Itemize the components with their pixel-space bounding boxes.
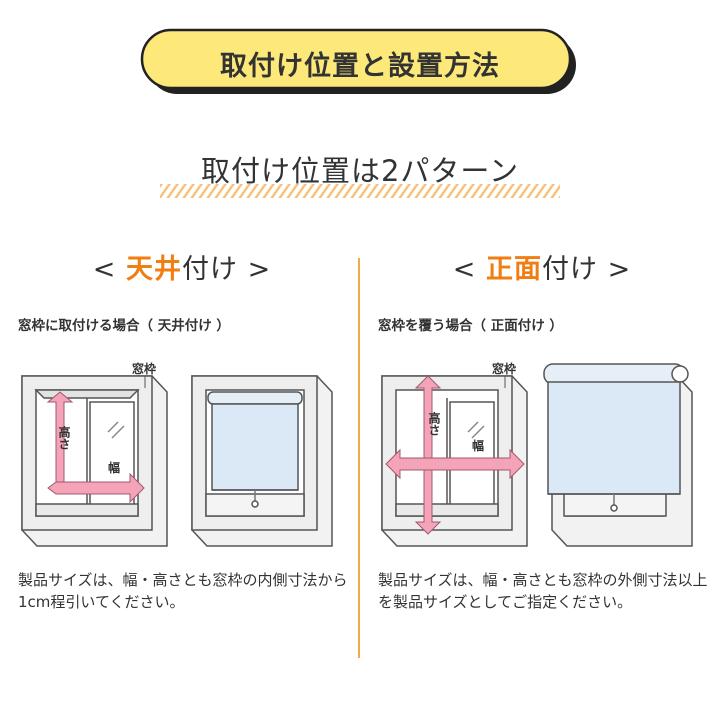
front-mount-column: < 正面付け > 窓枠を覆う場合（ 正面付け ） 窓枠 高さ xyxy=(372,250,712,613)
hatch-underline-icon xyxy=(160,184,560,198)
dimension-arrow-icon xyxy=(385,375,525,535)
bracket-close: > xyxy=(238,254,272,285)
ceiling-mount-caption: 窓枠に取付ける場合（ 天井付け ） xyxy=(18,318,230,334)
front-mount-figure: 窓枠 高さ 幅 xyxy=(372,354,712,559)
ceiling-mount-figure: 窓枠 高さ 幅 xyxy=(12,354,352,559)
roller-blind-icon xyxy=(191,375,333,547)
heading-accent: 正面 xyxy=(486,254,542,285)
window-frame-icon xyxy=(21,375,168,547)
width-label: 幅 xyxy=(472,438,484,453)
frame-label: 窓枠 xyxy=(132,361,156,376)
frame-label: 窓枠 xyxy=(492,361,516,376)
page-title: 取付け位置と設置方法 xyxy=(220,50,500,82)
ceiling-mount-heading: < 天井付け > xyxy=(12,250,352,290)
banner-shape-icon xyxy=(140,28,576,94)
ceiling-mount-note: 製品サイズは、幅・高さとも窓枠の内側寸法から1cm程引いてください。 xyxy=(18,571,348,611)
column-divider xyxy=(358,258,360,658)
height-label: 高さ xyxy=(57,425,71,450)
heading-rest: 付け xyxy=(542,254,598,285)
bracket-close: > xyxy=(598,254,632,285)
height-label: 高さ xyxy=(427,411,441,436)
section-subtitle: 取付け位置は2パターン xyxy=(200,154,519,188)
bracket-open: < xyxy=(92,254,126,285)
front-mount-caption: 窓枠を覆う場合（ 正面付け ） xyxy=(378,318,563,334)
width-label: 幅 xyxy=(108,460,120,475)
roller-blind-icon xyxy=(543,363,693,547)
title-banner: 取付け位置と設置方法 xyxy=(140,28,580,98)
ceiling-mount-column: < 天井付け > 窓枠に取付ける場合（ 天井付け ） 窓枠 xyxy=(12,250,352,613)
heading-rest: 付け xyxy=(182,254,238,285)
bracket-open: < xyxy=(452,254,486,285)
front-mount-note: 製品サイズは、幅・高さとも窓枠の外側寸法以上を製品サイズとしてご指定ください。 xyxy=(378,571,708,611)
heading-accent: 天井 xyxy=(126,254,182,285)
dimension-arrow-icon xyxy=(46,391,145,504)
front-mount-heading: < 正面付け > xyxy=(372,250,712,290)
